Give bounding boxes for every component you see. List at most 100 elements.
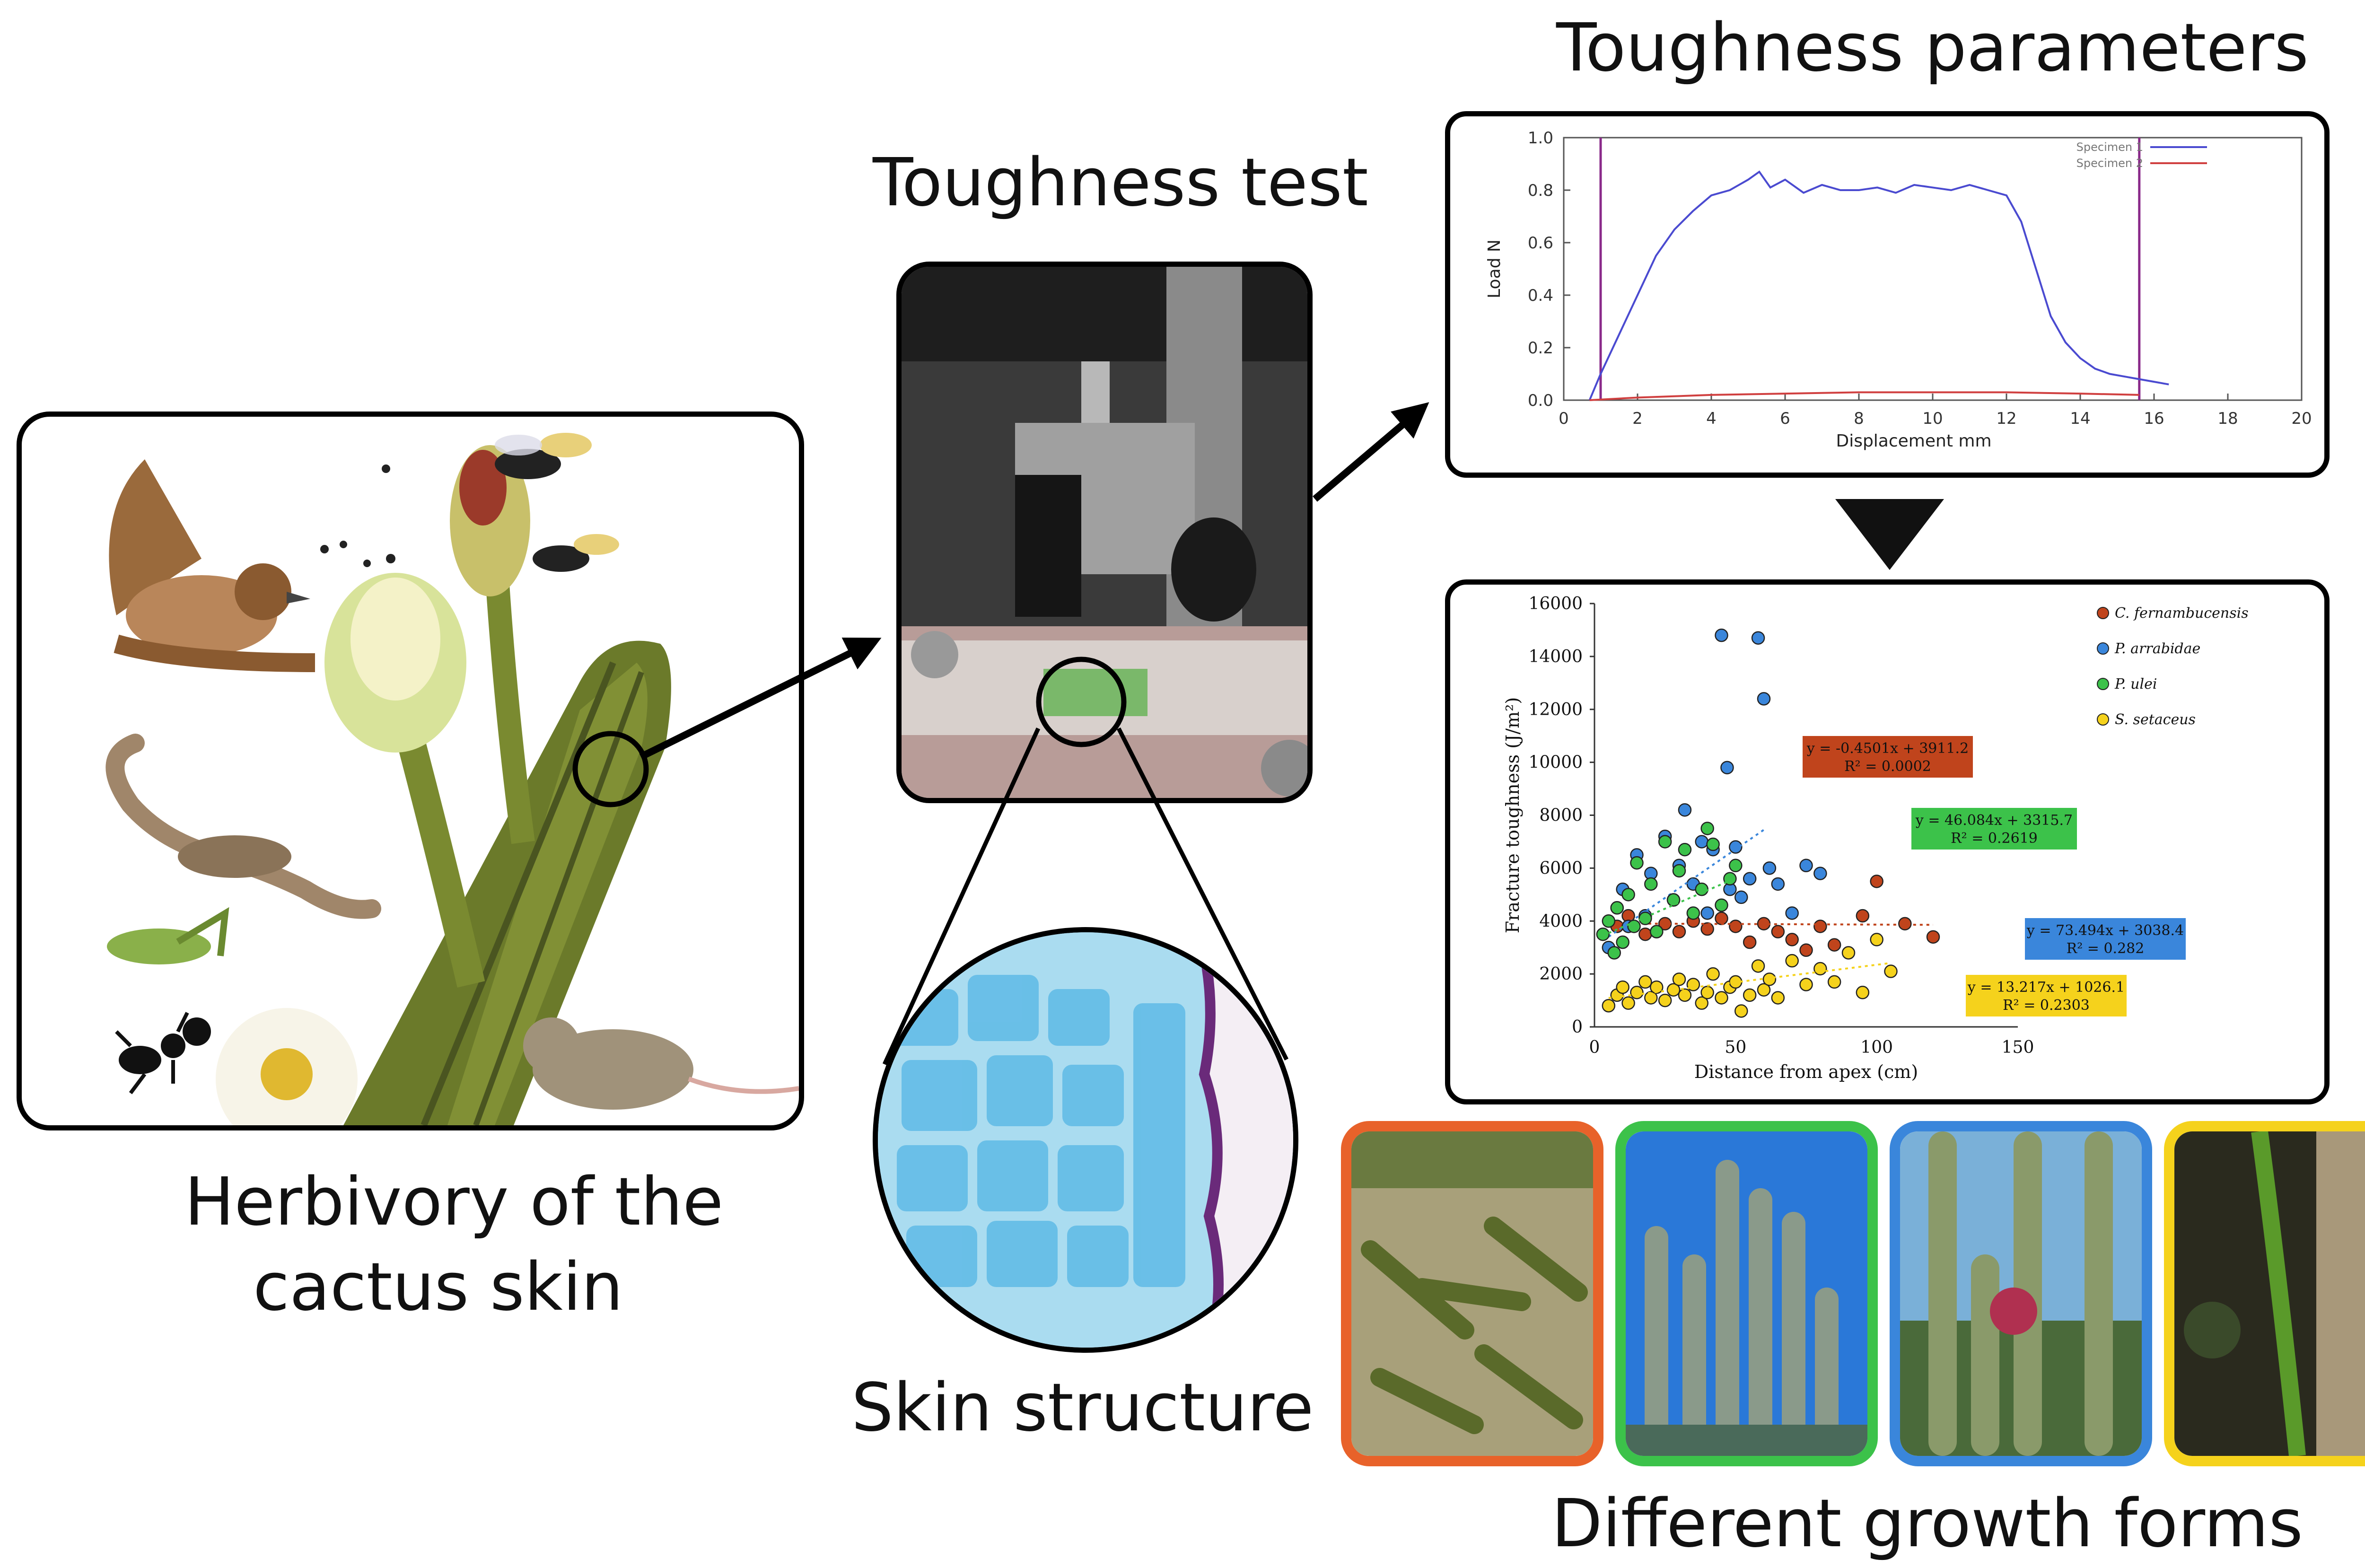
legend-label: C. fernambucensis [2115,605,2249,622]
y-tick-label: 16000 [1528,594,1583,613]
legend-label: S. setaceus [2115,711,2196,728]
r-squared-label: R² = 0.0002 [1844,758,1931,775]
point-ssetaceus [1757,983,1771,997]
x-tick-label: 4 [1706,409,1717,428]
ant-icon [115,1012,211,1095]
point-cfernambucensis [1827,938,1841,952]
point-parrabidae [1813,867,1827,880]
point-ssetaceus [1630,986,1644,999]
x-tick-label: 8 [1854,409,1864,428]
equation-box [1911,808,2077,850]
point-parrabidae [1695,835,1708,849]
point-parrabidae [1715,628,1728,642]
sparrow-icon [109,459,315,672]
point-pulei [1715,898,1728,912]
y-tick-label: 0.6 [1528,234,1553,253]
plot-frame [1563,137,2303,401]
point-cfernambucensis [1799,943,1813,957]
point-ssetaceus [1658,993,1672,1007]
x-tick-label: 100 [1860,1038,1893,1057]
point-ssetaceus [1715,991,1728,1005]
point-cfernambucensis [1638,927,1652,941]
r-squared-label: R² = 0.2303 [2003,997,2090,1014]
equation-label: y = -0.4501x + 3911.2 [1806,740,1969,757]
herbivory-illustration [105,433,799,1125]
point-parrabidae [1751,631,1765,645]
point-ssetaceus [1734,1004,1748,1018]
title-growth-forms: Different growth forms [1551,1485,2304,1562]
point-pulei [1678,842,1692,857]
growth-form-photo-blue [1890,1121,2152,1466]
point-pulei [1672,864,1686,878]
point-cfernambucensis [1785,933,1799,946]
point-ssetaceus [1856,986,1870,999]
point-ssetaceus [1706,967,1720,981]
point-ssetaceus [1751,959,1765,973]
point-parrabidae [1734,890,1748,904]
point-ssetaceus [1678,988,1692,1002]
y-tick-label: 0.2 [1528,339,1553,358]
wasp-icon [495,433,592,479]
point-pulei [1723,872,1737,885]
y-tick-label: 2000 [1539,964,1583,984]
point-ssetaceus [1813,962,1827,976]
growth-form-photo-orange [1341,1121,1603,1466]
cactus-skin-zoom-circle [572,731,649,807]
point-pulei [1700,822,1714,835]
point-parrabidae [1757,692,1771,706]
toughness-test-photo [902,267,1307,798]
legend-marker [2097,713,2109,726]
y-tick-label: 12000 [1528,700,1583,719]
growth-form-photo-green [1615,1121,1878,1466]
trendline-cfernambucensis [1608,922,1934,926]
series-line-specimen-1 [1588,170,2169,401]
y-tick-label: 8000 [1539,806,1583,825]
point-ssetaceus [1621,996,1635,1010]
point-parrabidae [1785,906,1799,920]
title-herbivory-line2: cactus skin [253,1249,623,1326]
y-tick-label: 0.4 [1528,286,1553,305]
arrow-test-to-parameters [1313,402,1429,502]
point-parrabidae [1743,872,1757,885]
title-herbivory-line1: Herbivory of the [184,1164,724,1241]
series-line-specimen-2 [1589,391,2139,401]
point-cfernambucensis [1700,922,1714,936]
point-ssetaceus [1666,983,1681,997]
legend-marker [2097,607,2109,619]
point-ssetaceus [1644,991,1658,1005]
point-ssetaceus [1771,991,1785,1005]
herbivory-panel [17,412,804,1130]
point-parrabidae [1700,906,1714,920]
y-axis-label: Fracture toughness (J/m²) [1502,697,1523,933]
point-cfernambucensis [1672,925,1686,938]
point-ssetaceus [1827,975,1841,989]
grasshopper-icon [107,907,229,964]
x-tick-label: 150 [2002,1038,2034,1057]
mouse-icon [523,1017,799,1110]
point-ssetaceus [1799,978,1813,991]
legend-label: Specimen 2 [2076,157,2143,170]
equation-box [1966,975,2127,1016]
point-pulei [1729,858,1743,873]
point-parrabidae [1720,761,1734,775]
point-ssetaceus [1870,933,1883,946]
point-pulei [1658,835,1672,849]
point-ssetaceus [1700,986,1714,999]
cactus-stem [343,640,671,1125]
point-pulei [1607,946,1621,960]
point-pulei [1706,837,1720,851]
point-cfernambucensis [1729,920,1743,933]
point-parrabidae [1799,858,1813,873]
lizard-icon [105,734,381,919]
point-ssetaceus [1695,996,1708,1010]
x-tick-label: 20 [2291,409,2312,428]
trendline-pulei [1608,877,1736,934]
point-cfernambucensis [1813,920,1827,933]
point-cfernambucensis [1743,935,1757,949]
point-ssetaceus [1650,980,1664,994]
title-skin-structure: Skin structure [851,1369,1314,1446]
